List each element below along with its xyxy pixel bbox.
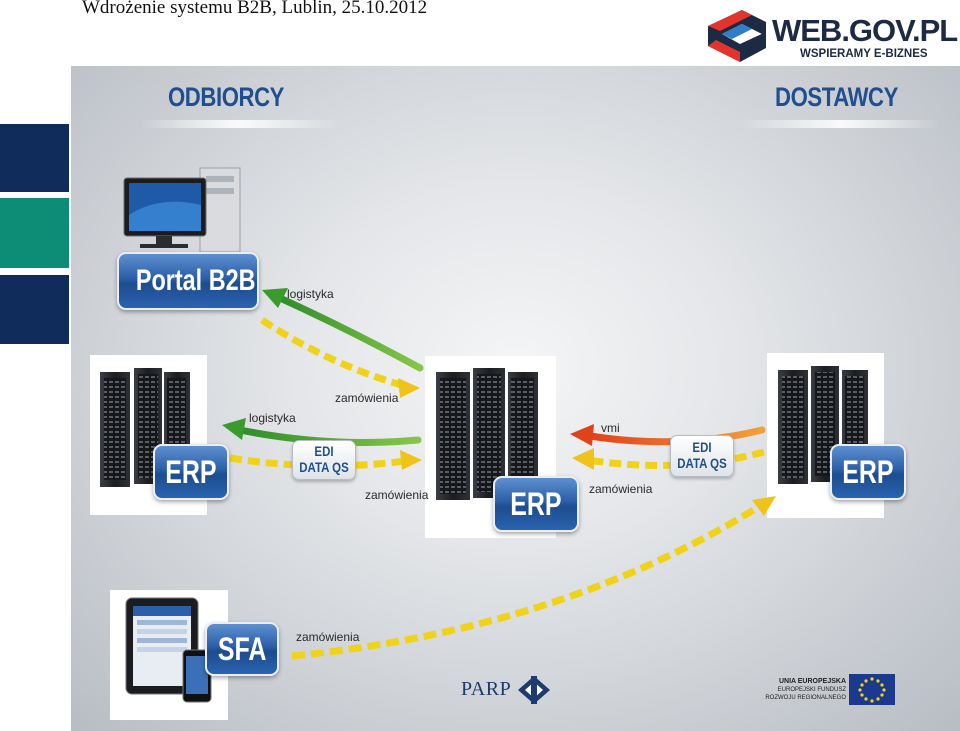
deco-square-teal: [0, 198, 69, 268]
dashes-sfa-zamowienia: [291, 503, 762, 660]
label-right-zamowienia: zamówienia: [589, 482, 653, 496]
webgovpl-logo: WEB.GOV.PL WSPIERAMY E-BIZNES: [700, 6, 958, 68]
page-title: Wdrożenie systemu B2B, Lublin, 25.10.201…: [82, 0, 428, 18]
eu-flag-stars-icon: [858, 677, 886, 703]
server-rack-center-icon: [436, 368, 538, 500]
label-left-logistyka: logistyka: [249, 411, 296, 425]
desktop-computer-icon: [123, 167, 241, 253]
edi-box-left: EDI DATA QS: [292, 440, 356, 480]
label-left-zamowienia-top: zamówienia: [335, 391, 399, 405]
label-sfa-zamowienia: zamówienia: [296, 630, 360, 644]
label-left-zamowienia-bottom: zamówienia: [365, 488, 429, 502]
dashes-left-zamowienia: [229, 454, 406, 470]
heading-dostawcy-shadow: [740, 120, 940, 128]
heading-odbiorcy-shadow: [140, 120, 340, 128]
webgovpl-logo-icon: [708, 10, 766, 62]
arrowhead-left-zamowienia: [400, 450, 422, 470]
label-portal-logistyka: logistyka: [287, 287, 334, 301]
node-erp-right: ERP: [830, 444, 906, 500]
heading-odbiorcy: ODBIORCY: [168, 82, 285, 112]
node-erp-center: ERP: [493, 476, 579, 532]
heading-dostawcy: DOSTAWCY: [775, 82, 898, 112]
node-sfa: SFA: [205, 622, 279, 676]
deco-square-navy-bottom: [0, 275, 69, 344]
node-portal-b2b: Portal B2B: [117, 252, 259, 310]
arrowhead-portal-zamowienia: [398, 378, 420, 398]
dashes-portal-zamowienia: [260, 317, 406, 390]
label-right-vmi: vmi: [601, 421, 620, 435]
logo-sub-text: WSPIERAMY E-BIZNES: [800, 48, 928, 60]
node-erp-left: ERP: [153, 444, 229, 500]
arrowhead-right-zamowienia: [572, 448, 594, 470]
tablet-phone-icon: [125, 597, 212, 703]
parp-logo-icon: [518, 676, 550, 704]
arrowhead-sfa-zamowienia: [752, 496, 776, 516]
parp-logo-text: PARP: [461, 678, 512, 700]
dashes-right-zamowienia: [587, 448, 765, 469]
edi-box-right: EDI DATA QS: [670, 435, 734, 477]
deco-square-navy-top: [0, 124, 69, 192]
eu-logo-text: UNIA EUROPEJSKA EUROPEJSKI FUNDUSZ ROZWO…: [765, 678, 846, 701]
arrow-portal-logistyka: [262, 288, 424, 372]
logo-main-text: WEB.GOV.PL: [772, 13, 958, 48]
